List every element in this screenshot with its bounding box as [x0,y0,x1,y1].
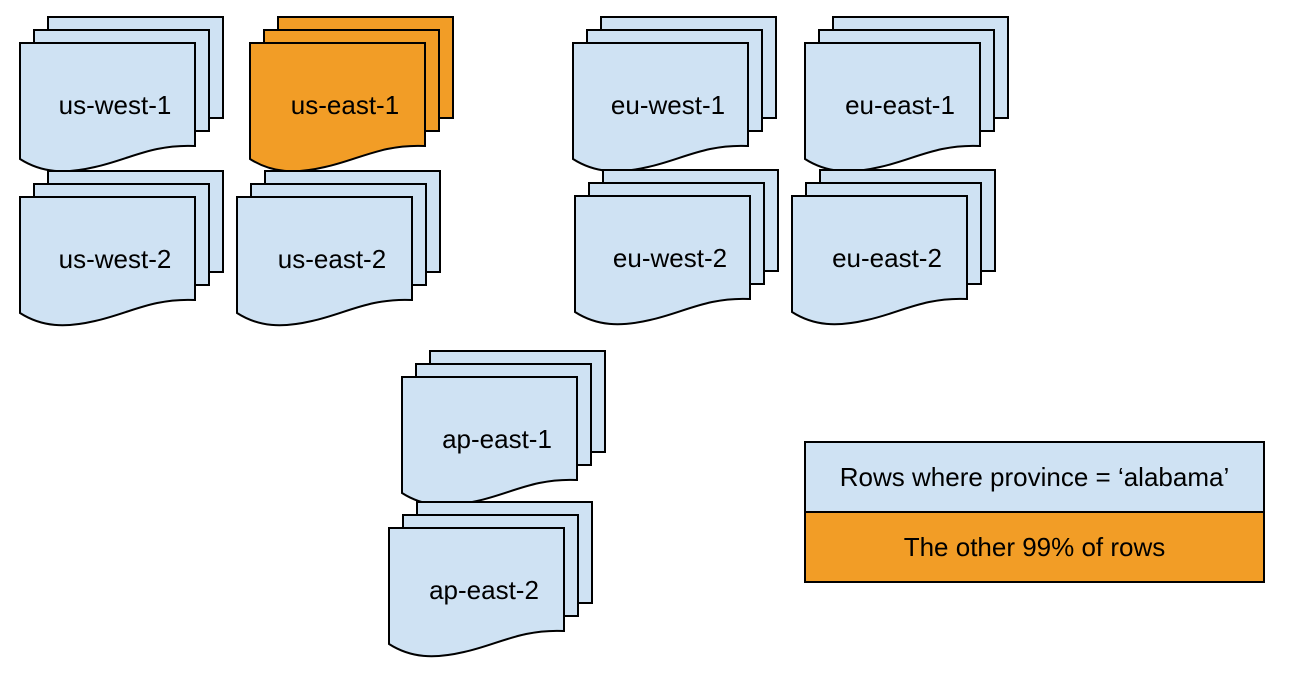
document-stack-shape [401,350,606,507]
region-stack-eu-west-1: eu-west-1 [572,16,777,173]
region-label: eu-west-1 [611,90,725,120]
document-stack-shape [19,16,224,173]
document-stack-shape [249,16,454,173]
legend-row-alabama-rows: Rows where province = ‘alabama’ [806,443,1263,511]
document-stack-shape [804,16,1009,173]
region-stack-us-east-2: us-east-2 [236,170,441,327]
region-stack-eu-west-2: eu-west-2 [574,169,779,326]
legend-label-other-rows: The other 99% of rows [903,531,1166,562]
region-stack-eu-east-1: eu-east-1 [804,16,1009,173]
region-stack-us-west-2: us-west-2 [19,170,224,327]
front-document [19,42,196,173]
region-stack-eu-east-2: eu-east-2 [791,169,996,326]
front-document [388,527,565,658]
region-label: eu-east-2 [832,243,942,273]
front-document [791,195,968,326]
document-stack-shape [236,170,441,327]
region-label: us-east-2 [278,244,386,274]
document-stack-shape [791,169,996,326]
region-label: eu-east-1 [845,90,955,120]
region-label: us-west-2 [59,244,172,274]
document-stack-shape [574,169,779,326]
legend-label-alabama-rows: Rows where province = ‘alabama’ [839,461,1230,492]
region-label: us-east-1 [291,90,399,120]
region-label: eu-west-2 [613,243,727,273]
front-document [804,42,981,173]
region-label: ap-east-1 [442,424,552,454]
document-stack-shape [572,16,777,173]
front-document [236,196,413,327]
legend: Rows where province = ‘alabama’ The othe… [804,441,1265,583]
region-label: ap-east-2 [429,575,539,605]
front-document [19,196,196,327]
region-stack-us-east-1: us-east-1 [249,16,454,173]
front-document [249,42,426,173]
document-stack-shape [388,501,593,658]
region-stack-ap-east-1: ap-east-1 [401,350,606,507]
front-document [574,195,751,326]
region-stack-ap-east-2: ap-east-2 [388,501,593,658]
legend-row-other-rows: The other 99% of rows [806,511,1263,581]
region-label: us-west-1 [59,90,172,120]
document-stack-shape [19,170,224,327]
region-stack-us-west-1: us-west-1 [19,16,224,173]
front-document [572,42,749,173]
